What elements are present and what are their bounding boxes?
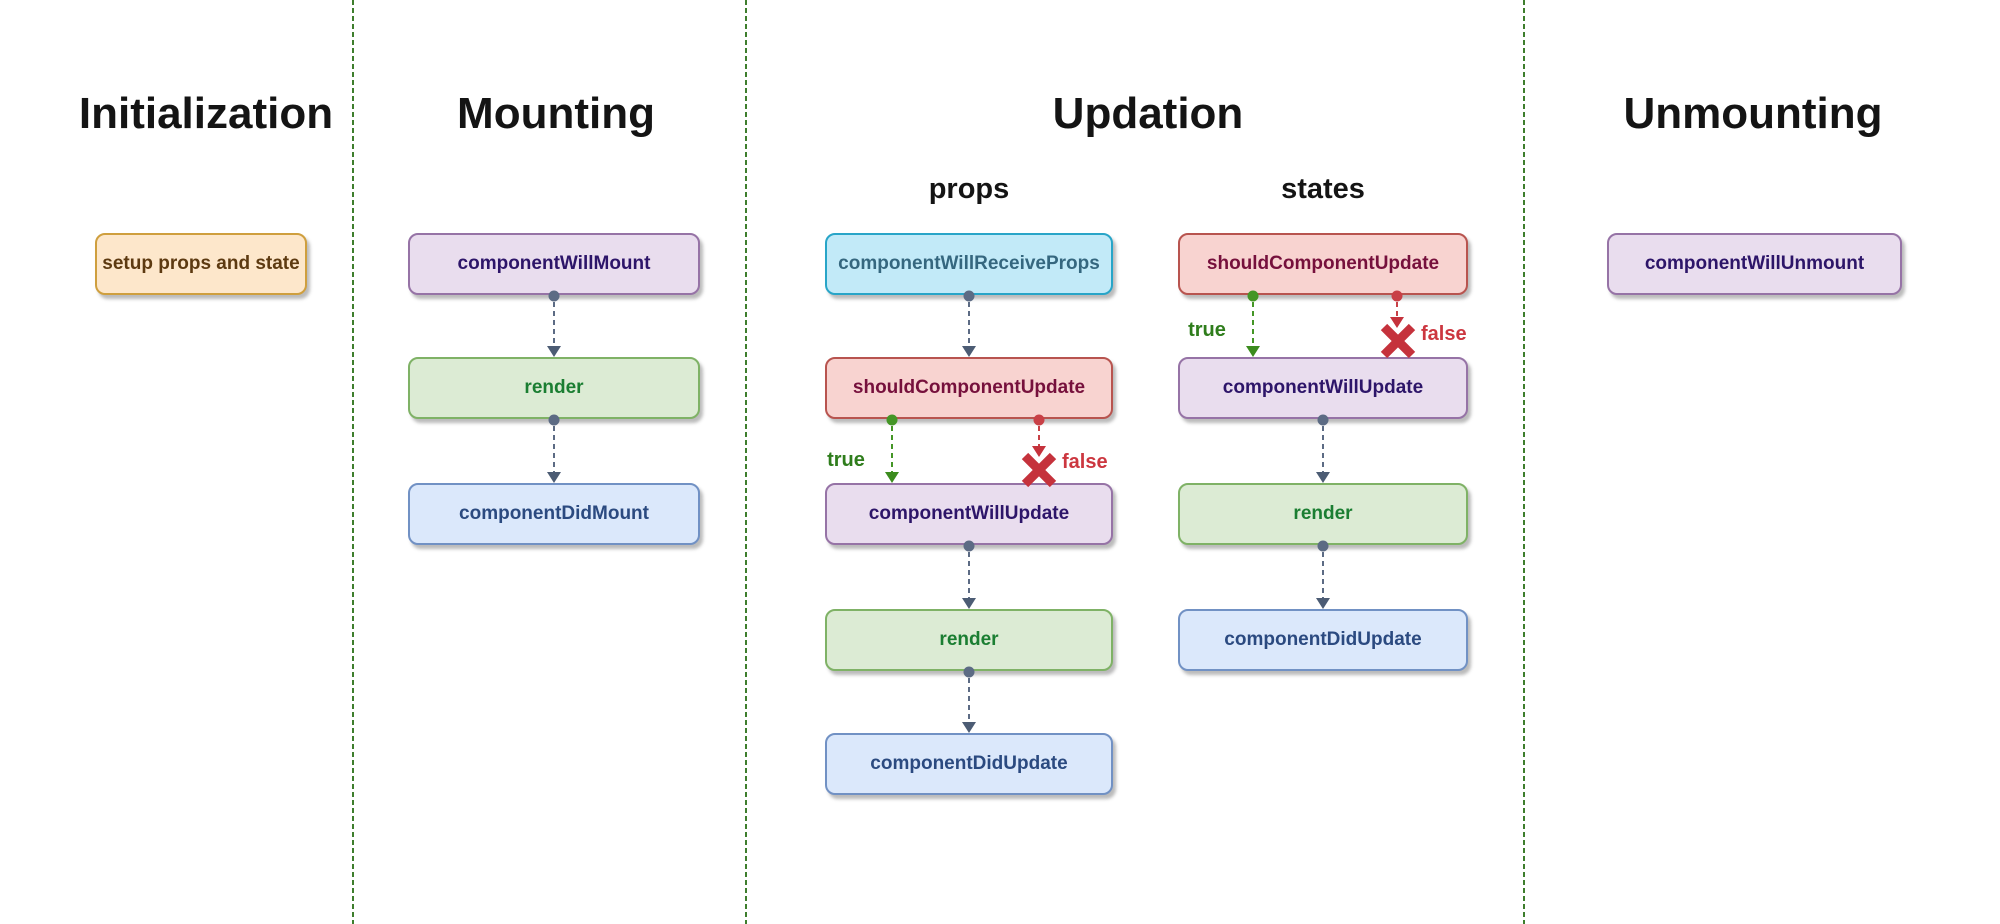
column-separator-3 bbox=[1523, 0, 1525, 924]
node-shouldcomponentupdate-states: shouldComponentUpdate bbox=[1178, 233, 1468, 295]
branch-label-true-states: true bbox=[1188, 319, 1226, 341]
branch-label-true-props: true bbox=[827, 449, 865, 471]
arrow-false-props bbox=[1021, 414, 1057, 488]
arrow-false-states bbox=[1380, 290, 1416, 359]
node-shouldcomponentupdate-props: shouldComponentUpdate bbox=[825, 357, 1113, 419]
arrow-receiveprops-to-shouldupdate bbox=[962, 290, 976, 357]
arrow-render-to-didupdate-props bbox=[962, 666, 976, 733]
column-separator-1 bbox=[352, 0, 354, 924]
arrow-render-to-didupdate-states bbox=[1316, 540, 1330, 609]
subcolumn-title-states: states bbox=[1281, 173, 1365, 205]
reject-x-icon bbox=[1380, 323, 1416, 359]
arrow-render-to-didmount bbox=[547, 414, 561, 483]
reject-x-icon bbox=[1021, 452, 1057, 488]
arrow-willupdate-to-render-states bbox=[1316, 414, 1330, 483]
branch-label-false-states: false bbox=[1421, 323, 1467, 345]
arrow-true-props bbox=[885, 414, 899, 483]
phase-title-unmounting: Unmounting bbox=[1623, 89, 1883, 138]
column-separator-2 bbox=[745, 0, 747, 924]
phase-title-initialization: Initialization bbox=[78, 89, 334, 138]
node-componentdidmount: componentDidMount bbox=[408, 483, 700, 545]
node-componentdidupdate-props: componentDidUpdate bbox=[825, 733, 1113, 795]
arrow-willupdate-to-render-props bbox=[962, 540, 976, 609]
node-componentwillunmount: componentWillUnmount bbox=[1607, 233, 1902, 295]
phase-title-mounting: Mounting bbox=[457, 89, 655, 138]
arrow-true-states bbox=[1246, 290, 1260, 357]
node-componentdidupdate-states: componentDidUpdate bbox=[1178, 609, 1468, 671]
branch-label-false-props: false bbox=[1062, 451, 1108, 473]
subcolumn-title-props: props bbox=[928, 173, 1010, 205]
node-componentwillupdate-props: componentWillUpdate bbox=[825, 483, 1113, 545]
phase-title-updation: Updation bbox=[1052, 89, 1244, 138]
node-setup-props-and-state: setup props and state bbox=[95, 233, 307, 295]
arrow-willmount-to-render bbox=[547, 290, 561, 357]
